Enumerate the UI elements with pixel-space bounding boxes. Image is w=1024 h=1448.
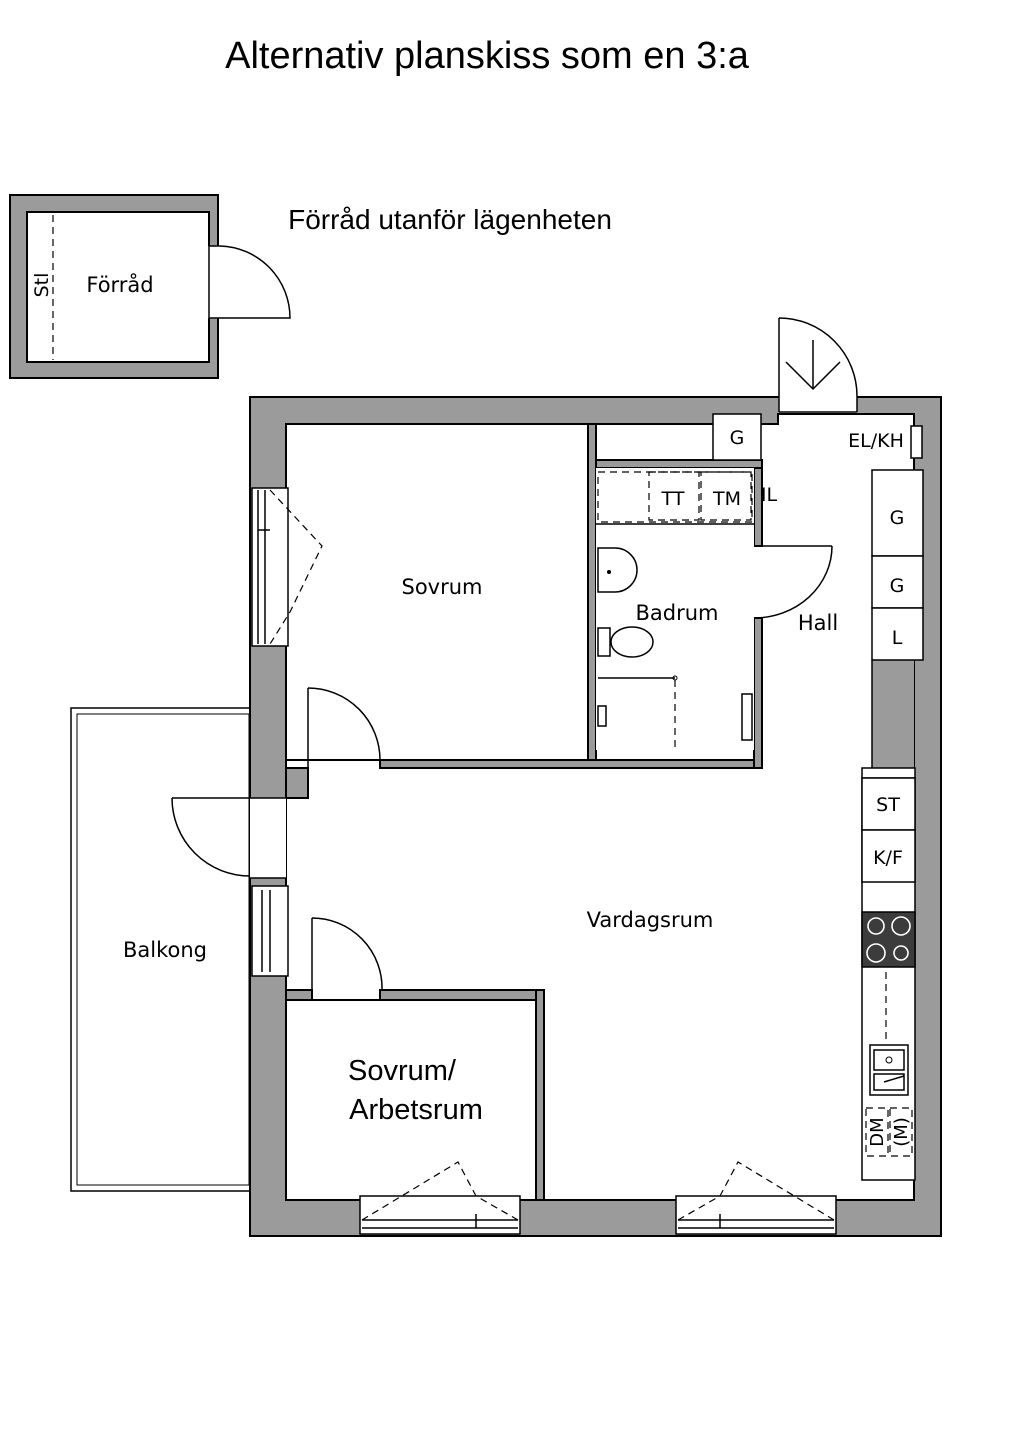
fridge-freezer: [861, 829, 916, 883]
storage-door-opening: [206, 246, 220, 318]
stove-icon: [861, 911, 916, 968]
electric-panel-label: EL/KH: [848, 430, 904, 452]
balcony-door[interactable]: [171, 797, 286, 879]
living-window-bottom: [675, 1161, 837, 1235]
shelf-label: Stl: [31, 273, 53, 298]
storage-door-swing: [219, 245, 291, 319]
linen-label: L: [892, 627, 903, 649]
washbasin-icon: [597, 547, 638, 593]
bathroom-door[interactable]: [753, 545, 833, 619]
balcony-outline: [70, 707, 252, 1192]
study-label-line1: Sovrum/: [348, 1055, 457, 1087]
storage-note: Förråd utanför lägenheten: [288, 204, 612, 235]
kitchen: ST K/F DM (M): [861, 767, 916, 1181]
hall: G IL EL/KH Hall G G L: [712, 413, 924, 661]
bedroom-label: Sovrum: [401, 575, 482, 599]
study-door[interactable]: [311, 917, 383, 998]
storage-label: Förråd: [86, 272, 153, 297]
wardrobe-g2: [871, 469, 924, 557]
wardrobe-g3-label: G: [890, 575, 905, 597]
living-label: Vardagsrum: [587, 908, 714, 932]
balcony: Balkong: [70, 707, 252, 1192]
bedroom-top: Sovrum: [285, 423, 589, 761]
bedroom-top-floor: [285, 423, 589, 761]
hall-label: Hall: [798, 611, 838, 635]
storage-room: [26, 211, 210, 363]
living-room: Vardagsrum: [587, 908, 714, 932]
pantry-cabinet: [861, 777, 916, 831]
dishwasher-label: DM: [867, 1117, 888, 1146]
washing-machine: [700, 471, 752, 521]
study-floor: [285, 999, 537, 1201]
storage-unit: Stl Förråd: [9, 194, 291, 379]
shower-drain-icon: [597, 705, 607, 727]
balcony-label: Balkong: [123, 938, 207, 962]
bathroom: TT TM Badrum: [596, 468, 754, 752]
microwave-label: (M): [891, 1117, 912, 1147]
electric-panel-icon: [910, 425, 923, 459]
toilet-icon: [597, 626, 654, 658]
radiator-icon: [741, 693, 753, 741]
fridge-freezer-label: K/F: [873, 847, 903, 869]
sink-icon: [869, 1044, 909, 1096]
study-window: [359, 1161, 521, 1235]
tumble-dryer-label: TT: [661, 488, 685, 510]
linen-cupboard: [871, 607, 924, 661]
plan-title: Alternativ planskiss som en 3:a: [225, 35, 750, 77]
pantry-label: ST: [876, 794, 900, 816]
washing-machine-label: TM: [712, 488, 741, 510]
wardrobe-g-hall: [712, 413, 762, 461]
wardrobe-g2-label: G: [890, 507, 905, 529]
bathroom-label: Badrum: [635, 601, 718, 625]
wardrobe-g1-label: G: [730, 427, 745, 449]
bedroom-window: [251, 487, 323, 647]
study: Sovrum/ Arbetsrum: [285, 989, 545, 1201]
entrance-door[interactable]: [778, 317, 858, 413]
living-window-left: [251, 885, 289, 977]
study-label-line2: Arbetsrum: [349, 1094, 483, 1126]
tumble-dryer: [648, 471, 700, 521]
wardrobe-g3: [871, 555, 924, 609]
installation-label: IL: [761, 484, 778, 506]
bedroom-door[interactable]: [307, 687, 381, 768]
